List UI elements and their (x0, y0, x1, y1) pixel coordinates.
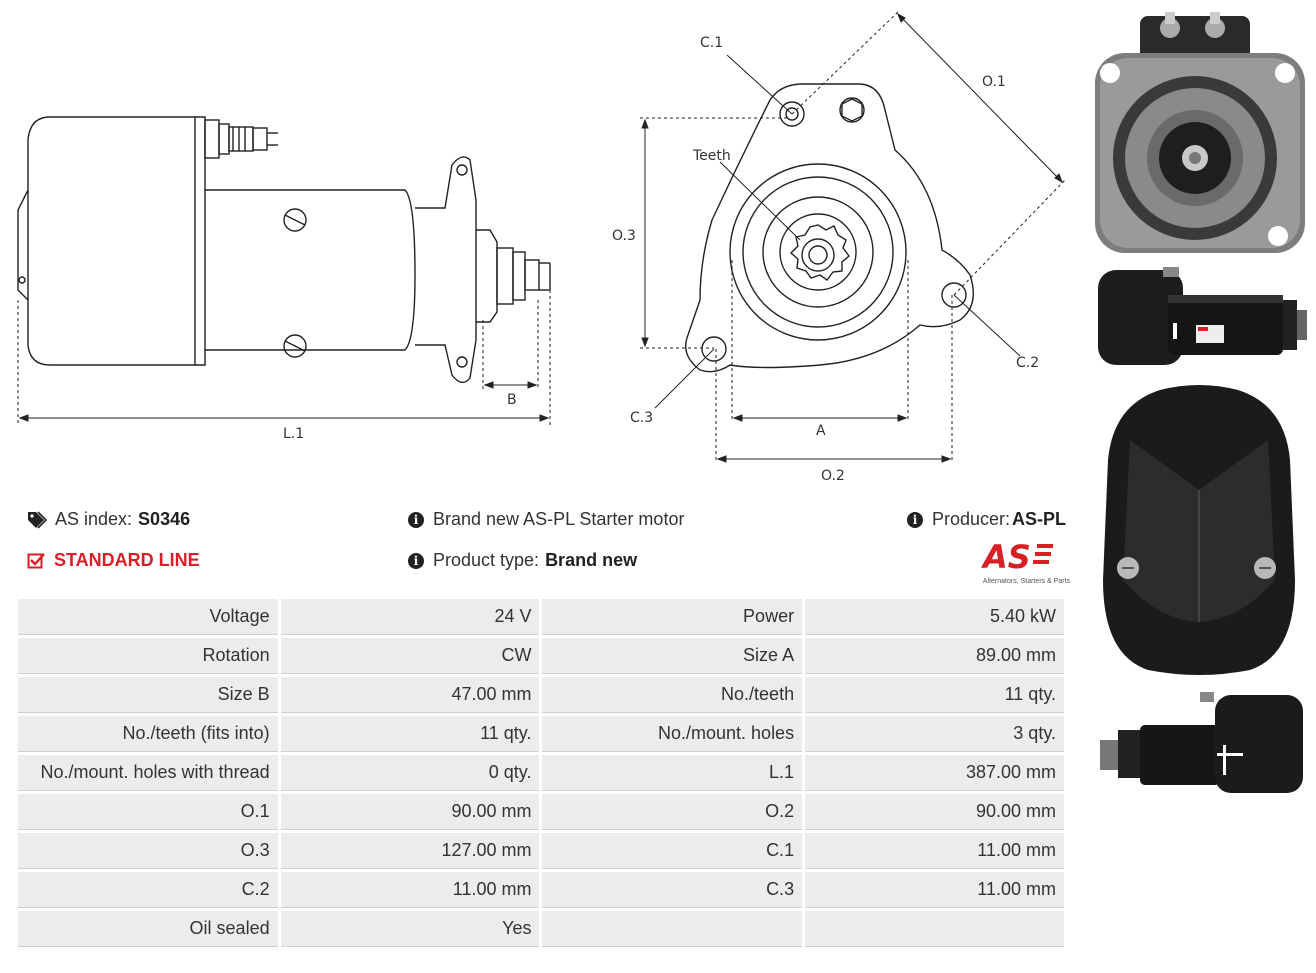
as-index-label: AS index: (55, 509, 133, 529)
spec-value: 11 qty. (805, 677, 1064, 713)
dim-label-b: B (507, 392, 517, 408)
spec-value: 0 qty. (280, 755, 540, 791)
as-pl-logo: AS Alternators, Starters & Parts (965, 538, 1070, 585)
table-row: O.3 127.00 mm C.1 11.00 mm (18, 833, 1064, 869)
as-logo-mark: AS (980, 538, 1053, 576)
dim-label-o2: O.2 (821, 468, 845, 484)
table-row: No./mount. holes with thread 0 qty. L.1 … (18, 755, 1064, 791)
spec-key: Power (542, 599, 803, 635)
dim-label-l1: L.1 (283, 426, 304, 442)
description-text: Brand new AS-PL Starter motor (433, 509, 685, 529)
dim-label-a: A (816, 423, 826, 439)
producer-label: Producer: (932, 509, 1011, 529)
description-row: i Brand new AS-PL Starter motor (408, 509, 684, 530)
spec-key: Oil sealed (18, 911, 278, 947)
product-photo-front (1095, 12, 1305, 253)
spec-value: 24 V (280, 599, 540, 635)
spec-key: C.2 (18, 872, 278, 908)
spec-value: 11 qty. (280, 716, 540, 752)
product-type-label: Product type: (433, 550, 540, 570)
front-view-drawing: C.1 O.1 Teeth O.3 C.2 C.3 A O.2 (612, 9, 1066, 484)
spec-value: 89.00 mm (805, 638, 1064, 674)
table-row: C.2 11.00 mm C.3 11.00 mm (18, 872, 1064, 908)
spec-value: 90.00 mm (805, 794, 1064, 830)
product-photo-side-2 (1100, 692, 1303, 793)
spec-key: Rotation (18, 638, 278, 674)
dim-label-c1: C.1 (700, 35, 723, 51)
dim-label-o1: O.1 (982, 74, 1006, 90)
standard-line-row: STANDARD LINE (27, 550, 200, 571)
spec-key: O.2 (542, 794, 803, 830)
table-row: No./teeth (fits into) 11 qty. No./mount.… (18, 716, 1064, 752)
table-row: Rotation CW Size A 89.00 mm (18, 638, 1064, 674)
spec-value: 11.00 mm (280, 872, 540, 908)
side-view-drawing: L.1 B (17, 116, 551, 442)
product-photo-back (1103, 385, 1295, 675)
spec-key (542, 911, 803, 947)
table-row: Size B 47.00 mm No./teeth 11 qty. (18, 677, 1064, 713)
spec-key: C.1 (542, 833, 803, 869)
logo-tagline: Alternators, Starters & Parts (982, 578, 1070, 585)
info-icon: i (408, 511, 424, 528)
spec-key: No./mount. holes with thread (18, 755, 278, 791)
spec-key: C.3 (542, 872, 803, 908)
product-photo-side (1098, 267, 1307, 365)
info-icon: i (408, 552, 424, 569)
spec-key: No./mount. holes (542, 716, 803, 752)
as-index-row: AS index: S0346 (27, 509, 190, 530)
spec-value: 11.00 mm (805, 872, 1064, 908)
spec-value: 5.40 kW (805, 599, 1064, 635)
spec-value: 11.00 mm (805, 833, 1064, 869)
dim-label-o3: O.3 (612, 228, 636, 244)
producer-value: AS-PL (1012, 509, 1067, 529)
spec-value: 90.00 mm (280, 794, 540, 830)
spec-value (805, 911, 1064, 947)
spec-table: Voltage 24 V Power 5.40 kW Rotation CW S… (15, 596, 1067, 950)
dim-label-c3: C.3 (630, 410, 653, 426)
spec-key: Size B (18, 677, 278, 713)
spec-value: 47.00 mm (280, 677, 540, 713)
spec-value: CW (280, 638, 540, 674)
spec-key: No./teeth (542, 677, 803, 713)
spec-value: 127.00 mm (280, 833, 540, 869)
standard-line-label: STANDARD LINE (54, 550, 200, 570)
table-row: Voltage 24 V Power 5.40 kW (18, 599, 1064, 635)
spec-value: Yes (280, 911, 540, 947)
spec-key: No./teeth (fits into) (18, 716, 278, 752)
product-type-row: i Product type: Brand new (408, 550, 637, 571)
check-square-icon (27, 552, 45, 568)
spec-key: O.3 (18, 833, 278, 869)
table-row: O.1 90.00 mm O.2 90.00 mm (18, 794, 1064, 830)
spec-key: L.1 (542, 755, 803, 791)
product-type-value: Brand new (545, 550, 638, 570)
spec-value: 387.00 mm (805, 755, 1064, 791)
dim-label-teeth: Teeth (692, 148, 731, 164)
info-icon: i (907, 511, 923, 528)
spec-key: O.1 (18, 794, 278, 830)
spec-value: 3 qty. (805, 716, 1064, 752)
tags-icon (28, 510, 47, 529)
producer-row: i Producer: AS-PL (907, 509, 1066, 530)
logo-text: AS (980, 538, 1031, 572)
spec-key: Size A (542, 638, 803, 674)
table-row: Oil sealed Yes (18, 911, 1064, 947)
dim-label-c2: C.2 (1016, 355, 1039, 371)
as-index-value: S0346 (138, 509, 191, 529)
spec-key: Voltage (18, 599, 278, 635)
